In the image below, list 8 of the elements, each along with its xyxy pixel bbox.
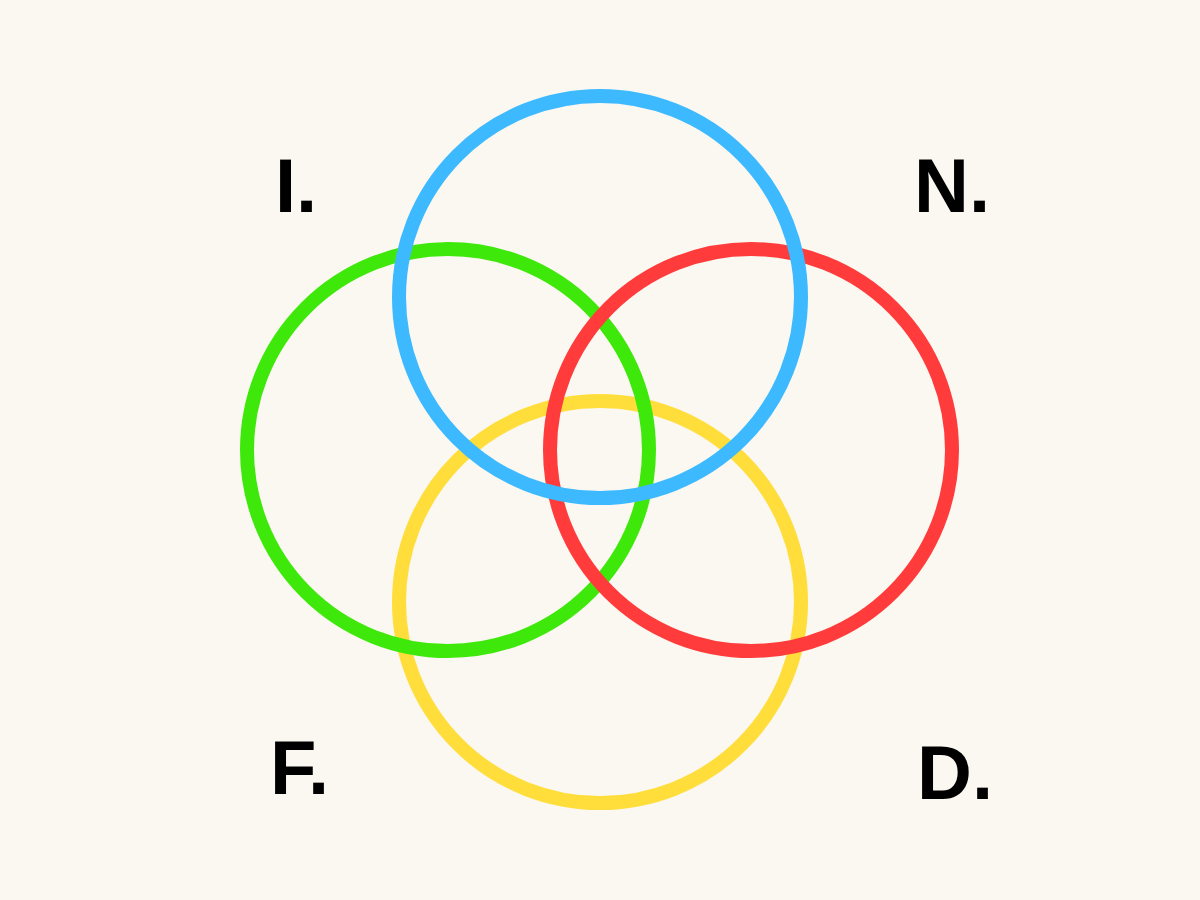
letter-label: F.	[270, 730, 330, 806]
venn-circle	[543, 242, 959, 658]
letter-label: I.	[275, 148, 318, 224]
venn-circle	[392, 89, 808, 505]
venn-circle	[240, 242, 656, 658]
letter-label: D.	[917, 735, 993, 811]
letter-label: N.	[914, 148, 990, 224]
venn-circle	[392, 394, 808, 810]
